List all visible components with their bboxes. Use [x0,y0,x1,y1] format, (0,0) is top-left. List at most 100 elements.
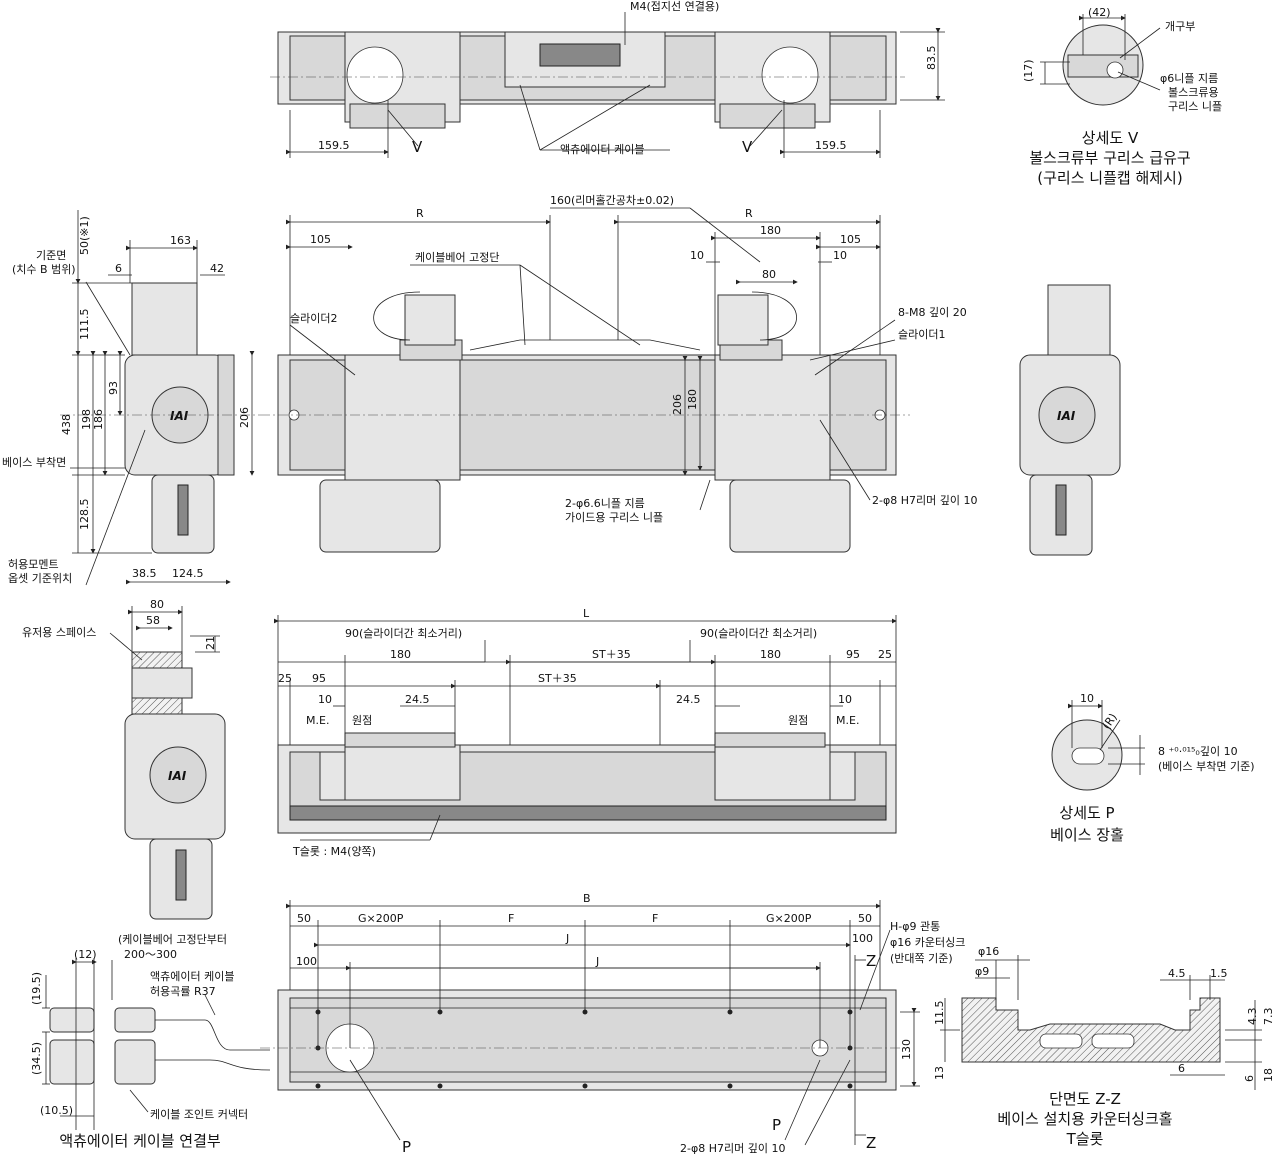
v-nipple-1: φ6니플 지름 [1160,72,1218,85]
front-r-left: R [416,207,424,220]
front-fixing-end: 케이블베어 고정단 [415,251,499,264]
front-dim-180: 180 [760,224,781,237]
section-zz: φ16 φ9 4.5 1.5 11.5 4.3 7.3 13 6 6 18 단면… [933,945,1275,1148]
side-moment-2: 옵셋 기준위치 [8,572,72,585]
side-dim-206: 206 [238,407,251,428]
v-dim-42: (42) [1088,6,1111,19]
front-view: 160(리머홀간공차±0.02) R R 105 105 180 10 10 8… [260,194,977,553]
bottom-p-right: P [772,1116,781,1134]
detail-p: 10 (R) 8 ⁺⁰·⁰¹⁵₀깊이 10 (베이스 부착면 기준) 상세도 P… [1050,692,1254,844]
zz-dim-6-b: 6 [1243,1075,1256,1082]
v-caption-1: 상세도 V [1082,129,1139,147]
bottom-dim-130: 130 [900,1039,913,1060]
cable-fix-1: (케이블베어 고정단부터 [118,933,227,946]
cable-joint: 케이블 조인트 커넥터 [150,1108,248,1121]
side-dim-38-5: 38.5 [132,567,157,580]
v-nipple-3: 구리스 니플 [1168,100,1222,113]
top-dim-83-5: 83.5 [925,46,938,71]
top-m4-label: M4(접지선 연결용) [630,0,719,13]
zz-phi9: φ9 [975,965,989,978]
side-dim-438: 438 [60,414,73,435]
stroke-view: L 90(슬라이더간 최소거리) 90(슬라이더간 최소거리) ST＋35 ST… [274,607,897,858]
detail-v: (42) (17) 개구부 φ6니플 지름 볼스크류용 구리스 니플 상세도 V… [1022,6,1222,187]
zz-dim-18: 18 [1262,1068,1275,1082]
zz-dim-6-a: 6 [1178,1062,1185,1075]
front-dim-10-left: 10 [690,249,704,262]
top-v-left: V [412,138,423,156]
side-dim-124-5: 124.5 [172,567,204,580]
bottom-view: B 50 G×200P F F G×200P 50 J 100 100 J H-… [260,892,965,1156]
front-dim-105-left: 105 [310,233,331,246]
cable-dim-12: (12) [74,948,97,961]
bottom-dim-50-right: 50 [858,912,872,925]
front-nipple-2: 가이드용 구리스 니플 [565,511,663,524]
stroke-dim-25-right: 25 [878,648,892,661]
front-dim-206: 206 [671,394,684,415]
stroke-L: L [583,607,590,620]
stroke-dim-24-5-left: 24.5 [405,693,430,706]
side-dim-42: 42 [210,262,224,275]
bottom-p-left: P [402,1138,411,1156]
v-caption-3: (구리스 니플캡 해제시) [1037,169,1182,187]
end-view: IAI [1019,284,1121,556]
p-caption-1: 상세도 P [1059,804,1114,822]
zz-dim-1-5: 1.5 [1210,967,1228,980]
top-view: M4(접지선 연결용) 83.5 159.5 159.5 V V 액츄에이터 케… [270,0,945,158]
v-caption-2: 볼스크류부 구리스 급유구 [1029,149,1190,167]
front-dim-180-v: 180 [686,389,699,410]
stroke-dim-180-right: 180 [760,648,781,661]
side-dim-6: 6 [115,262,122,275]
p-caption-2: 베이스 장홀 [1050,826,1124,844]
zz-dim-11-5: 11.5 [933,1001,946,1026]
top-v-right: V [742,138,753,156]
stroke-st35-upper: ST＋35 [592,648,631,661]
bottom-reamer: 2-φ8 H7리머 깊이 10 [680,1142,785,1155]
side-dim-111-5: 111.5 [78,309,91,341]
cable-dim-34-5: (34.5) [30,1042,43,1075]
side-view: IAI 50(※1) 163 기준면 (치수 B 범위) 6 42 111.5 … [2,210,260,586]
stroke-st35-lower: ST＋35 [538,672,577,685]
v-nipple-2: 볼스크류용 [1168,86,1219,99]
bottom-g-left: G×200P [358,912,404,925]
end-view-user-space: IAI 80 58 21 유저용 스페이스 [22,598,226,920]
stroke-min-dist-left: 90(슬라이더간 최소거리) [345,627,462,640]
cable-bend-1: 액츄에이터 케이블 [150,970,234,983]
stroke-dim-95-right: 95 [846,648,860,661]
front-nipple-1: 2-φ6.6니플 지름 [565,497,645,510]
front-dim-160: 160(리머홀간공차±0.02) [550,194,674,207]
side-moment-1: 허용모멘트 [8,558,59,571]
stroke-dim-24-5-right: 24.5 [676,693,701,706]
front-r-right: R [745,207,753,220]
zz-dim-4-5: 4.5 [1168,967,1186,980]
stroke-dim-25-left: 25 [278,672,292,685]
zz-caption-3: T슬롯 [1066,1130,1104,1148]
top-cable-label: 액츄에이터 케이블 [560,143,644,156]
bottom-j-upper: J [565,932,569,945]
cable-dim-10-5: (10.5) [40,1104,73,1117]
end-space: 유저용 스페이스 [22,626,96,639]
stroke-tslot: T슬롯 : M4(양쪽) [292,845,376,858]
cable-bend-2: 허용곡률 R37 [150,985,216,998]
stroke-home-left: 원점 [352,714,372,727]
side-dim-198: 198 [80,409,93,430]
bottom-z-top: Z [866,952,876,970]
side-dim-128-5: 128.5 [78,499,91,531]
end-dim-21: 21 [204,636,217,650]
svg-text:IAI: IAI [168,769,187,783]
stroke-dim-95-left: 95 [312,672,326,685]
stroke-min-dist-right: 90(슬라이더간 최소거리) [700,627,817,640]
side-base-face: 베이스 부착면 [2,456,66,469]
bottom-holes-1: H-φ9 관통 [890,920,940,933]
v-dim-17: (17) [1022,59,1035,82]
zz-caption-1: 단면도 Z-Z [1049,1090,1121,1108]
stroke-dim-10-left: 10 [318,693,332,706]
bottom-z-bottom: Z [866,1134,876,1152]
side-ref-2: (치수 B 범위) [12,263,76,276]
bottom-f-left: F [508,912,514,925]
svg-text:IAI: IAI [170,409,189,423]
cable-connection: (케이블베어 고정단부터 200～300 (12) 액츄에이터 케이블 허용곡률… [30,933,271,1150]
stroke-dim-10-right: 10 [838,693,852,706]
p-depth-1: 8 ⁺⁰·⁰¹⁵₀깊이 10 [1158,745,1238,758]
cable-fix-2: 200～300 [124,948,177,961]
